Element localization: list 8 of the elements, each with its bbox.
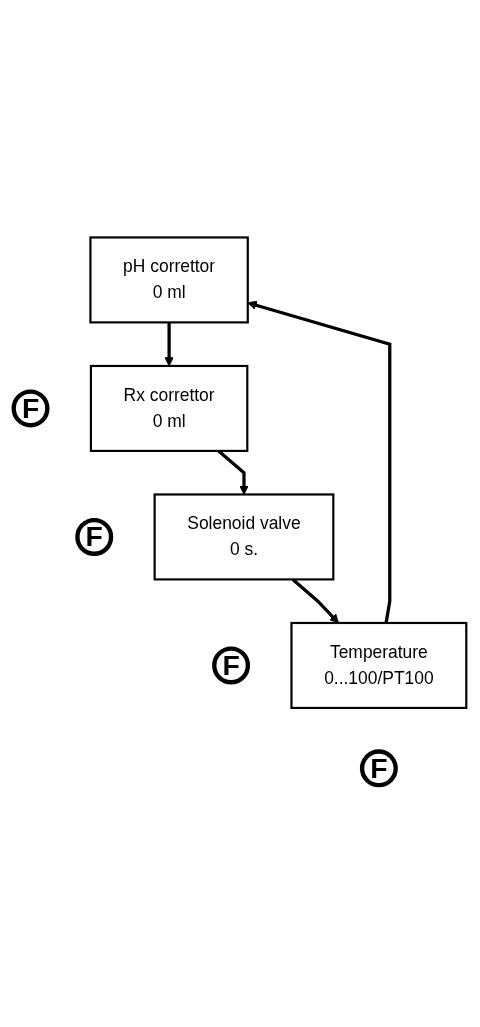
- node-circle: F: [11, 389, 50, 428]
- node-box: Temperature 0...100/PT100: [290, 621, 468, 709]
- node-box: pH correttor 0 ml: [89, 236, 249, 324]
- node-box: Solenoid valve 0 s.: [153, 493, 335, 581]
- node-circle: F: [359, 749, 398, 788]
- node-circle: F: [75, 517, 114, 556]
- node-box: Rx correttor 0 ml: [89, 364, 249, 452]
- node-circle: F: [212, 646, 251, 685]
